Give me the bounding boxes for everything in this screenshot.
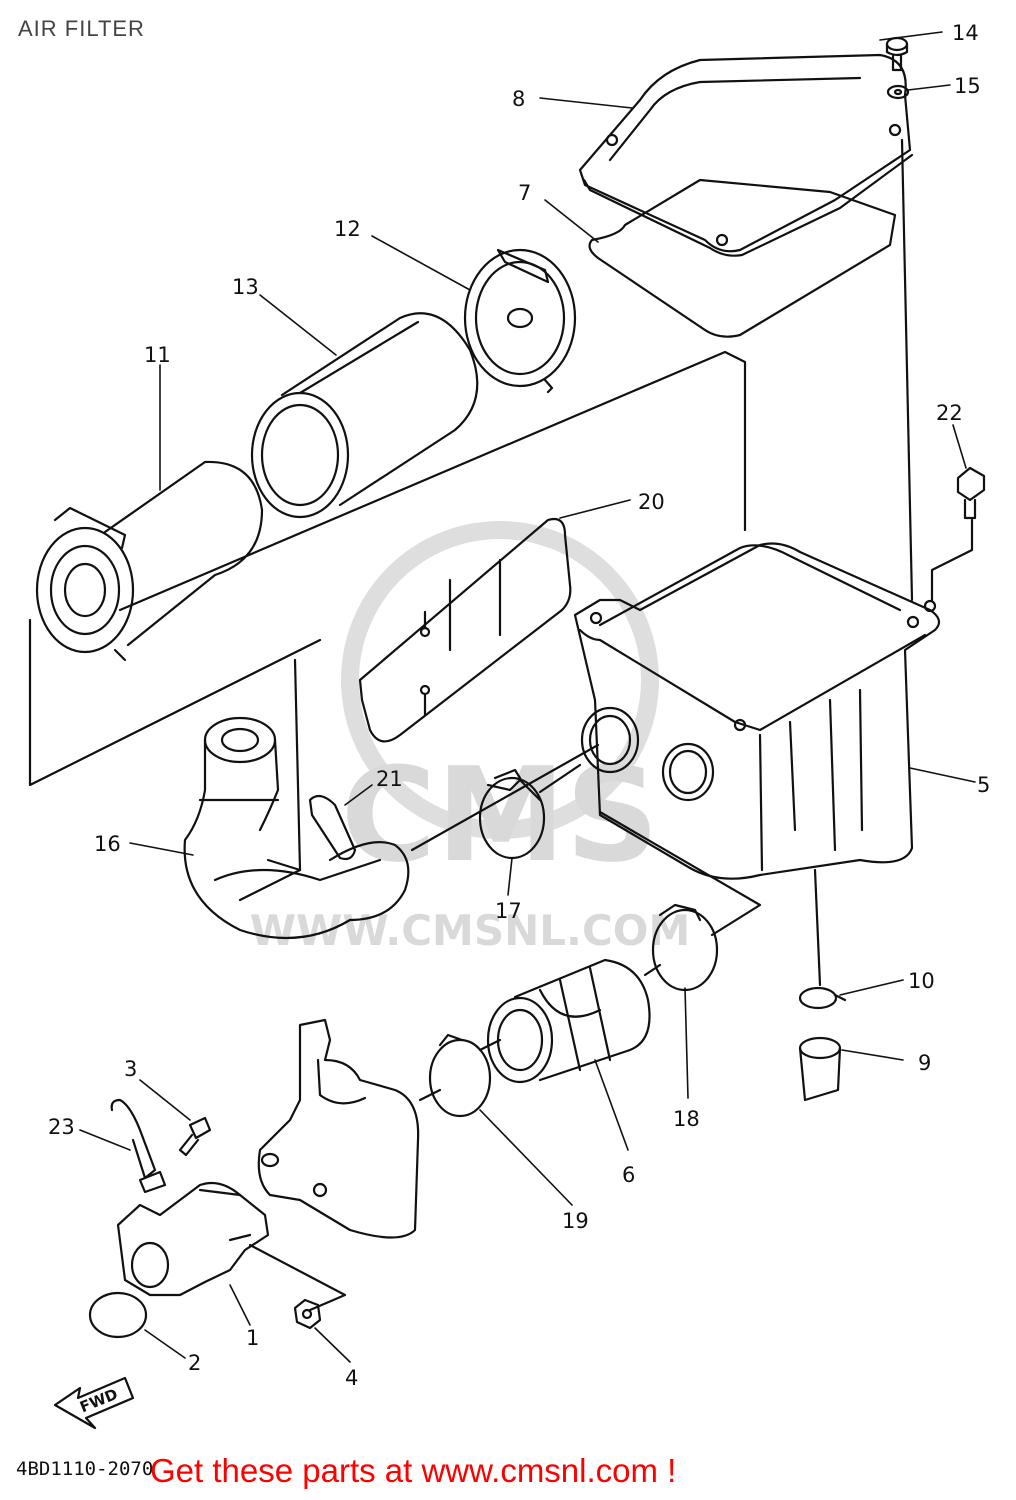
part-label-18: 18	[673, 1107, 700, 1131]
leader-lines	[79, 31, 976, 1363]
part-label-6: 6	[622, 1163, 635, 1187]
assembly-line-joint	[478, 1038, 502, 1052]
part-13-air-filter-element[interactable]	[250, 312, 479, 519]
part-label-9: 9	[918, 1051, 931, 1075]
part-label-21: 21	[376, 767, 403, 791]
part-label-10: 10	[908, 969, 935, 993]
assembly-line-nut	[248, 1243, 347, 1312]
part-labels: 14 15 8 7 12 13 11 22 20 5 21 16 17 10 9…	[48, 21, 990, 1390]
assembly-line-right	[900, 138, 914, 602]
promo-link[interactable]: Get these parts at www.cmsnl.com !	[150, 1452, 677, 1489]
part-16-intake-duct[interactable]	[183, 658, 410, 940]
part-20-plate[interactable]	[358, 517, 572, 743]
part-3-bolt[interactable]	[178, 1116, 212, 1157]
part-10-hose-clamp[interactable]	[798, 986, 847, 1010]
assembly-line-top	[118, 350, 747, 612]
part-11-element-guide[interactable]	[35, 460, 264, 662]
part-4-nut[interactable]	[293, 1298, 322, 1330]
part-label-1: 1	[246, 1326, 259, 1350]
part-label-7: 7	[518, 181, 531, 205]
part-9-drain-hose[interactable]	[798, 1036, 842, 1102]
watermark-logo-text: CMS	[341, 739, 659, 891]
assembly-line-clamp18	[643, 963, 662, 977]
assembly-line-clamp17	[538, 763, 582, 794]
part-7-gasket[interactable]	[588, 178, 897, 338]
part-14-screw[interactable]	[885, 36, 909, 72]
assembly-line-case-joint	[598, 810, 762, 937]
part-6-joint-air-filter[interactable]	[486, 958, 651, 1084]
part-23-clip[interactable]	[110, 1098, 167, 1194]
part-label-11: 11	[144, 343, 171, 367]
assembly-line-clamp19	[418, 1088, 442, 1102]
part-8-case-cap[interactable]	[578, 53, 914, 257]
part-19-clamp[interactable]	[428, 1033, 492, 1118]
part-label-13: 13	[232, 275, 259, 299]
part-1-joint-carburetor[interactable]	[116, 1181, 270, 1297]
assembly-line-drain	[813, 868, 822, 987]
part-label-16: 16	[94, 832, 121, 856]
part-label-23: 23	[48, 1115, 75, 1139]
part-12-element-cap[interactable]	[463, 248, 577, 394]
part-label-8: 8	[512, 87, 525, 111]
watermark: CMS WWW.CMSNL.COM	[250, 521, 691, 955]
part-label-3: 3	[124, 1057, 137, 1081]
fwd-direction-arrow	[53, 1376, 135, 1430]
assembly-line-case-duct	[410, 743, 600, 852]
assembly-line-left	[28, 618, 322, 787]
part-label-17: 17	[495, 899, 522, 923]
part-15-washer[interactable]	[886, 84, 910, 100]
part-label-2: 2	[188, 1351, 201, 1375]
page-title: AIR FILTER	[18, 16, 145, 41]
part-label-20: 20	[638, 490, 665, 514]
part-label-5: 5	[977, 773, 990, 797]
drawing-code: 4BD1110-2070	[16, 1458, 153, 1480]
part-label-22: 22	[936, 401, 963, 425]
carburetor-reference	[257, 1018, 420, 1239]
part-label-15: 15	[954, 74, 981, 98]
part-22-bolt-flange[interactable]	[956, 466, 986, 520]
watermark-url-text: WWW.CMSNL.COM	[250, 906, 691, 955]
assembly-line-bolt	[930, 518, 974, 602]
part-label-19: 19	[562, 1209, 589, 1233]
part-label-12: 12	[334, 217, 361, 241]
part-label-4: 4	[345, 1366, 358, 1390]
part-label-14: 14	[952, 21, 979, 45]
part-5-air-filter-case[interactable]	[573, 542, 941, 880]
part-2-cap[interactable]	[88, 1291, 148, 1339]
part-21-band[interactable]	[308, 794, 357, 861]
